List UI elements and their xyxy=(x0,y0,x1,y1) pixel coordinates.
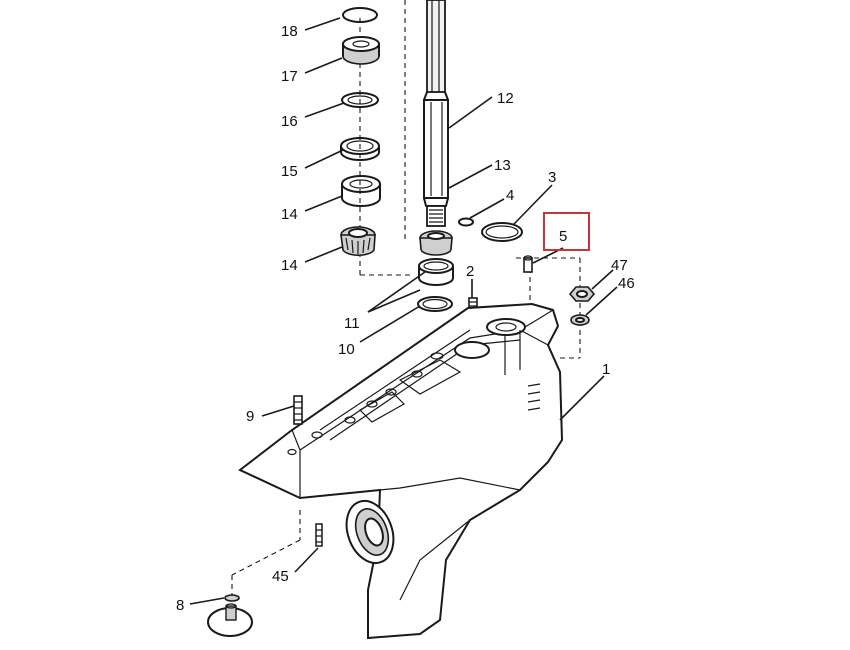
part-1-gear-housing xyxy=(238,302,564,640)
part-14-upper-bearing xyxy=(341,175,381,207)
part-10-shim xyxy=(417,296,453,312)
part-5-dowel-pin xyxy=(523,255,533,273)
part-4-o-ring xyxy=(458,217,474,227)
callout-labels: 18 17 16 15 14 14 12 13 4 3 5 47 46 2 11… xyxy=(176,23,635,614)
callout-1: 1 xyxy=(602,361,610,378)
callout-2: 2 xyxy=(466,263,474,280)
part-14-lower-bearing xyxy=(340,226,376,257)
part-16-shim xyxy=(341,92,379,108)
callout-18: 18 xyxy=(281,23,298,40)
part-45-screw xyxy=(315,523,323,547)
callout-10: 10 xyxy=(338,341,355,358)
part-18-o-ring xyxy=(342,7,378,23)
part-8-anode-plate xyxy=(207,594,253,637)
callout-16: 16 xyxy=(281,113,298,130)
callout-5: 5 xyxy=(559,228,567,245)
callout-14-lower: 14 xyxy=(281,257,298,274)
part-3-o-ring xyxy=(481,222,523,242)
callout-5-highlight-box xyxy=(543,212,590,251)
part-9-screw xyxy=(293,395,303,425)
callout-45: 45 xyxy=(272,568,289,585)
callout-17: 17 xyxy=(281,68,298,85)
part-11-bearing-race xyxy=(418,258,454,286)
part-47-nut xyxy=(568,286,596,302)
leader-lines xyxy=(189,17,618,605)
callout-11: 11 xyxy=(344,315,360,332)
part-15-race xyxy=(340,137,380,161)
callout-4: 4 xyxy=(506,187,514,204)
part-17-nut xyxy=(342,36,380,65)
assembly-guide-lines xyxy=(231,0,581,598)
part-pinion-bearing xyxy=(419,230,453,256)
callout-3: 3 xyxy=(548,169,556,186)
callout-46: 46 xyxy=(618,275,635,292)
callout-12: 12 xyxy=(497,90,514,107)
part-46-washer xyxy=(570,314,590,326)
callout-15: 15 xyxy=(281,163,298,180)
callout-47: 47 xyxy=(611,257,628,274)
callout-8: 8 xyxy=(176,597,184,614)
part-12-drive-shaft xyxy=(423,0,449,227)
callout-9: 9 xyxy=(246,408,254,425)
callout-14-upper: 14 xyxy=(281,206,298,223)
callout-13: 13 xyxy=(494,157,511,174)
